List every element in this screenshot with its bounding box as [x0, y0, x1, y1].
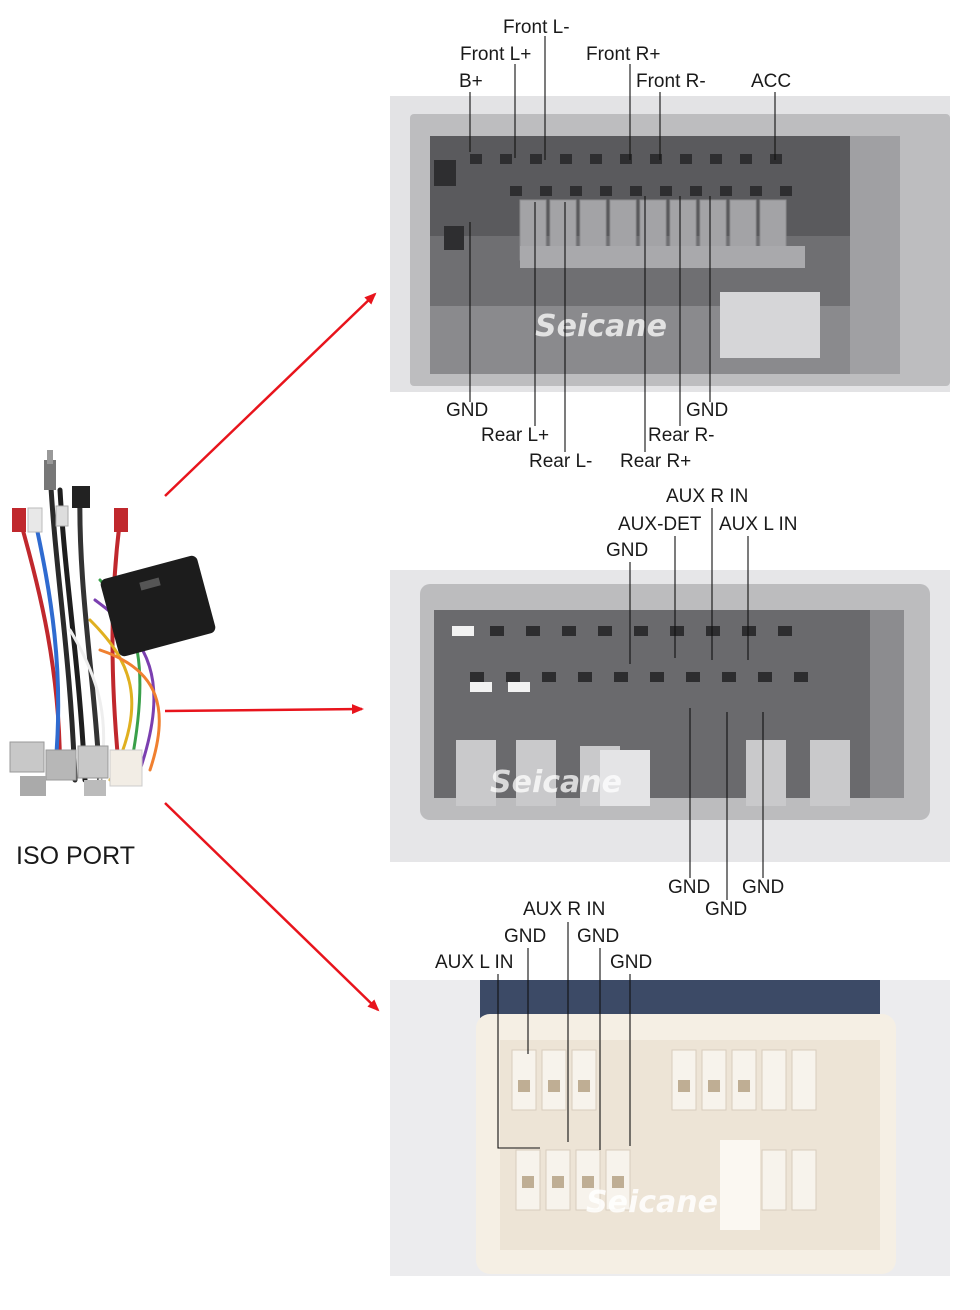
bottom-connector-photo: Seicane [390, 980, 950, 1276]
label-aux-det: AUX-DET [618, 514, 702, 535]
label-aux-r-in-mid: AUX R IN [666, 486, 749, 507]
harness-photo [0, 450, 220, 830]
label-rear-l-minus: Rear L- [529, 451, 593, 472]
top-connector-photo: Seicane [390, 96, 950, 392]
label-rear-l-plus: Rear L+ [481, 425, 550, 446]
label-front-r-plus: Front R+ [586, 44, 661, 65]
iso-port-label: ISO PORT [16, 842, 136, 870]
label-front-r-minus: Front R- [636, 71, 706, 92]
label-rear-r-minus: Rear R- [648, 425, 715, 446]
label-front-l-plus: Front L+ [460, 44, 532, 65]
label-aux-l-in-bot: AUX L IN [435, 952, 514, 973]
label-gnd-bot-2: GND [577, 926, 620, 947]
watermark-middle: Seicane [490, 765, 622, 800]
watermark-top: Seicane [535, 309, 667, 344]
label-acc: ACC [751, 71, 792, 92]
label-aux-r-in-bot: AUX R IN [523, 899, 606, 920]
label-gnd-mid-1: GND [668, 877, 711, 898]
label-gnd-top-right: GND [686, 400, 729, 421]
label-gnd-bot-3: GND [610, 952, 653, 973]
label-gnd-bot-1: GND [504, 926, 547, 947]
arrow-to-bottom-connector [164, 802, 380, 1012]
label-front-l-minus: Front L- [503, 17, 570, 38]
label-rear-r-plus: Rear R+ [620, 451, 692, 472]
middle-connector-photo: Seicane [390, 570, 950, 862]
label-gnd-mid-2: GND [705, 899, 748, 920]
label-aux-l-in-mid: AUX L IN [719, 514, 798, 535]
watermark-bottom: Seicane [586, 1185, 718, 1220]
label-gnd-mid-3: GND [742, 877, 785, 898]
label-b-plus: B+ [459, 71, 483, 92]
label-gnd-top-left: GND [446, 400, 489, 421]
label-gnd-mid-top: GND [606, 540, 649, 561]
